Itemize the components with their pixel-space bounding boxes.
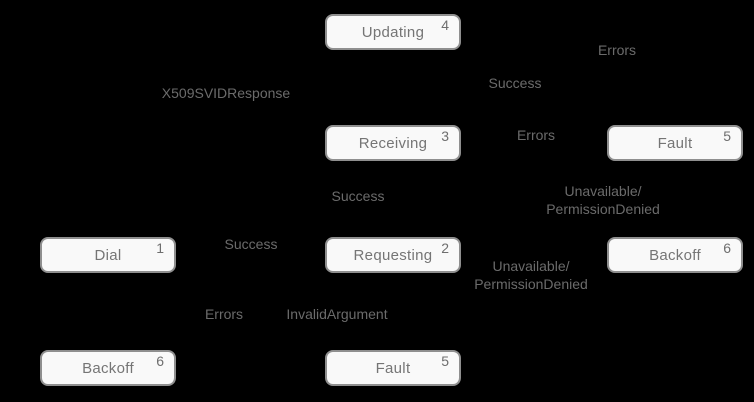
- state-number-badge: 3: [441, 128, 449, 144]
- edge-label-errors-receiving: Errors: [516, 127, 556, 143]
- state-node-dial: Dial 1: [40, 237, 176, 273]
- state-label: Updating: [361, 23, 425, 41]
- state-node-fault-top: Fault 5: [607, 125, 743, 161]
- state-label: Fault: [375, 359, 411, 377]
- state-number-badge: 5: [723, 128, 731, 144]
- state-number-badge: 2: [441, 240, 449, 256]
- state-number-badge: 1: [156, 240, 164, 256]
- state-label: Requesting: [353, 246, 433, 264]
- edge-label-success-receiving-updating: Success: [488, 75, 542, 91]
- edge-label-unavailable-permissiondenied-bottom: Unavailable/ PermissionDenied: [474, 258, 588, 292]
- state-node-updating: Updating 4: [325, 14, 461, 50]
- edge-label-success-dial-requesting: Success: [224, 236, 278, 252]
- state-label: Dial: [94, 246, 122, 264]
- edge-label-unavailable-permissiondenied-top: Unavailable/ PermissionDenied: [546, 183, 660, 217]
- edge-label-invalidargument: InvalidArgument: [286, 306, 388, 322]
- edge-label-errors-updating: Errors: [597, 42, 637, 58]
- edge-label-x509svidresponse: X509SVIDResponse: [161, 85, 291, 101]
- edge-label-errors-dial: Errors: [204, 306, 244, 322]
- state-node-backoff-bottom: Backoff 6: [40, 350, 176, 386]
- state-number-badge: 4: [441, 17, 449, 33]
- state-number-badge: 6: [723, 240, 731, 256]
- state-label: Receiving: [358, 134, 428, 152]
- state-number-badge: 5: [441, 353, 449, 369]
- state-label: Fault: [657, 134, 693, 152]
- state-node-requesting: Requesting 2: [325, 237, 461, 273]
- edge-label-success-requesting-receiving: Success: [331, 188, 385, 204]
- state-number-badge: 6: [156, 353, 164, 369]
- state-label: Backoff: [649, 246, 701, 264]
- state-node-fault-bottom: Fault 5: [325, 350, 461, 386]
- state-label: Backoff: [82, 359, 134, 377]
- state-node-receiving: Receiving 3: [325, 125, 461, 161]
- state-node-backoff-right: Backoff 6: [607, 237, 743, 273]
